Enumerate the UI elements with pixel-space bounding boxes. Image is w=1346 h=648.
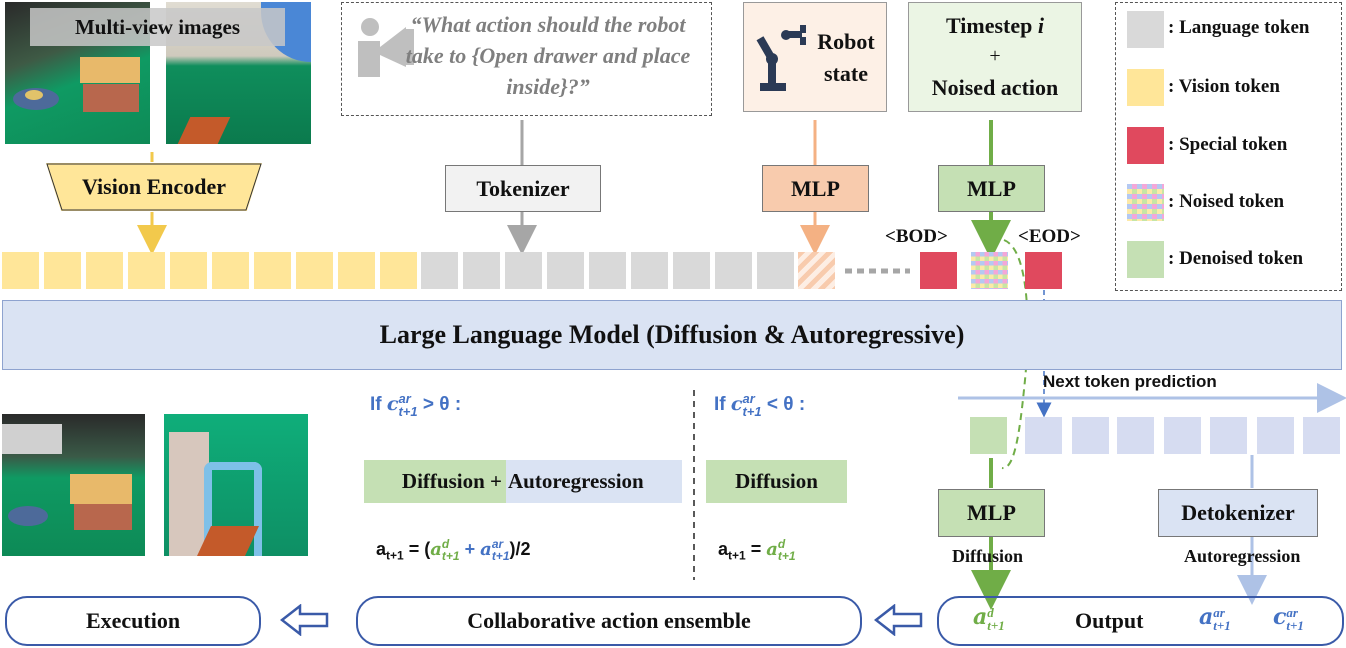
language-token [505, 252, 542, 289]
noised-token [971, 252, 1008, 289]
output-token [1164, 417, 1201, 454]
legend-label-noised: : Noised token [1168, 191, 1285, 212]
timestep-label: Timestep i [946, 13, 1044, 38]
chip-diffusion-only: Diffusion [706, 460, 847, 503]
eod-token [1025, 252, 1062, 289]
output-token [1210, 417, 1247, 454]
output-token [1072, 417, 1109, 454]
timestep-mlp: MLP [938, 165, 1045, 212]
bod-token [920, 252, 957, 289]
output-token [1257, 417, 1294, 454]
vision-token [86, 252, 123, 289]
noised-action-label: Noised action [931, 75, 1059, 100]
eod-label: <EOD> [1018, 226, 1081, 247]
language-token [631, 252, 668, 289]
execution-image-1 [2, 414, 145, 556]
output-mlp: MLP [938, 489, 1045, 537]
vision-token [128, 252, 165, 289]
bod-label: <BOD> [885, 226, 948, 247]
diffusion-branch-label: Diffusion [952, 546, 1024, 566]
robot-arm-icon [756, 25, 806, 91]
timestep-plus: + [989, 45, 1001, 67]
legend-label-vision: : Vision token [1168, 76, 1280, 97]
autoregression-branch-label: Autoregression [1184, 546, 1301, 566]
vision-token [338, 252, 375, 289]
vision-token [380, 252, 417, 289]
legend-label-special: : Special token [1168, 134, 1288, 155]
chip-diffusion: Diffusion + [364, 460, 506, 503]
speaker-icon [358, 18, 414, 77]
instruction-text: “What action should the robot take to {O… [405, 12, 691, 99]
tokenizer: Tokenizer [445, 165, 601, 212]
vision-token [2, 252, 39, 289]
left-arrow-icon [280, 604, 329, 636]
vision-encoder [46, 163, 262, 211]
language-token [463, 252, 500, 289]
vision-token [44, 252, 81, 289]
legend-swatch-noised [1127, 184, 1164, 221]
detokenizer: Detokenizer [1158, 489, 1318, 537]
output-label: Output [1075, 608, 1144, 633]
output-token [1117, 417, 1154, 454]
instruction-box: “What action should the robot take to {O… [341, 2, 712, 116]
robot-state-token [798, 252, 835, 289]
robot-mlp: MLP [762, 165, 869, 212]
language-token [547, 252, 584, 289]
legend-label-language: : Language token [1168, 17, 1310, 38]
robot-state-box: Robot state [743, 2, 887, 112]
vision-encoder-label: Vision Encoder [81, 174, 227, 199]
collab-box: Collaborative action ensemble [356, 596, 862, 646]
vision-token [170, 252, 207, 289]
vision-encoder-outline [46, 163, 262, 211]
legend-label-denoised: : Denoised token [1168, 248, 1304, 269]
language-token [757, 252, 794, 289]
language-token [673, 252, 710, 289]
vision-token [254, 252, 291, 289]
output-token [1025, 417, 1062, 454]
legend-swatch-vision [1127, 69, 1164, 106]
legend-swatch-language [1127, 11, 1164, 48]
vision-token [212, 252, 249, 289]
robot-state-label-2: state [824, 61, 868, 86]
denoised-output-token [970, 417, 1007, 454]
language-token [715, 252, 752, 289]
multi-view-label: Multi-view images [30, 8, 285, 46]
language-token [589, 252, 626, 289]
llm-bar: Large Language Model (Diffusion & Autore… [2, 300, 1342, 370]
robot-state-label-1: Robot [817, 29, 875, 54]
legend: : Language token : Vision token : Specia… [1115, 2, 1342, 291]
chip-autoregression: Autoregression [506, 460, 682, 503]
execution-image-2 [164, 414, 308, 556]
next-token-label: Next token prediction [1043, 372, 1217, 391]
execution-box: Execution [5, 596, 261, 646]
left-arrow-icon [874, 604, 923, 636]
legend-swatch-denoised [1127, 241, 1164, 278]
language-token [421, 252, 458, 289]
vision-token [296, 252, 333, 289]
output-token [1303, 417, 1340, 454]
timestep-box: Timestep i + Noised action [908, 2, 1082, 112]
legend-swatch-special [1127, 127, 1164, 164]
